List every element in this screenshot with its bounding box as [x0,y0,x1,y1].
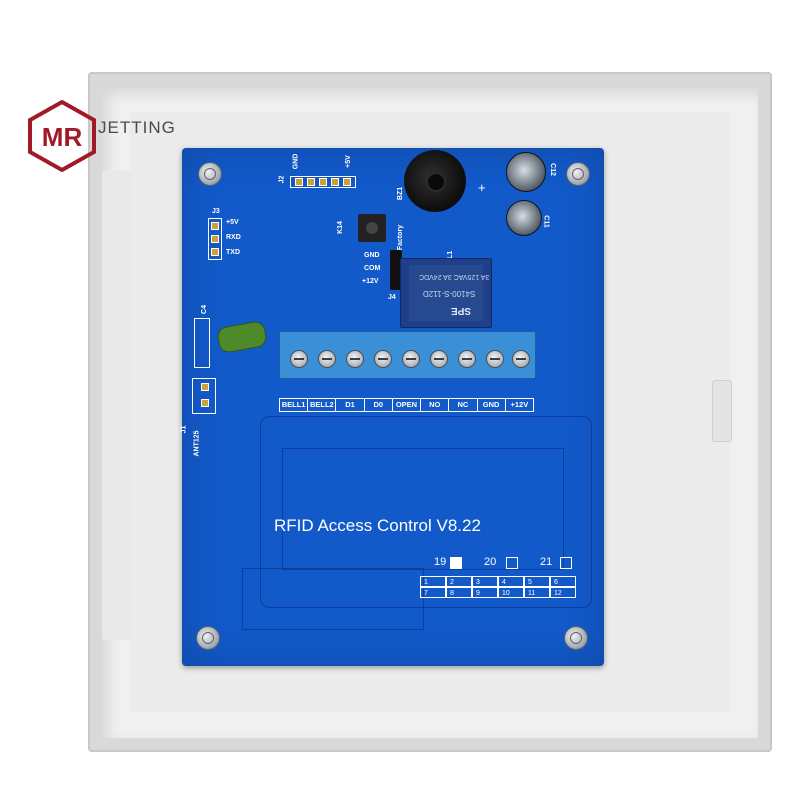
grid-cell: 3 [472,576,498,587]
terminal-labels: BELL1 BELL2 D1 D0 OPEN NO NC GND +12V [279,398,534,412]
j3-pin-txd: TXD [226,249,240,256]
j1-antenna-header [192,378,216,414]
number-grid: 1 2 3 4 5 6 7 8 9 10 11 12 [420,576,576,598]
grid-cell: 11 [524,587,550,598]
terminal-label-bell1: BELL1 [279,398,308,412]
number-grid-row: 1 2 3 4 5 6 [420,576,576,587]
terminal-label-d0: D0 [363,398,392,412]
j4-label: J4 [388,294,396,301]
j1-label: J1 [180,425,188,434]
j2-gnd-label: GND [292,153,300,170]
terminal-screw[interactable] [290,350,308,368]
terminal-label-gnd: GND [476,398,505,412]
logo-letters: MR [42,122,83,152]
terminal-screw[interactable] [430,350,448,368]
terminal-label-open: OPEN [391,398,421,412]
terminal-label-nc: NC [448,398,477,412]
brand-logo: MR [26,99,98,173]
terminal-label-no: NO [420,398,449,412]
j3-pin-5v: +5V [226,219,239,226]
grid-cell: 4 [498,576,524,587]
terminal-screw[interactable] [512,350,530,368]
capacitor-c11 [506,200,542,236]
grid-cell: 5 [524,576,550,587]
terminal-screw[interactable] [346,350,364,368]
relay-brand: SPE [451,305,472,316]
grid-cell: 8 [446,587,472,598]
j4-jumper [390,250,402,290]
j2-label: J2 [278,175,286,184]
terminal-screw[interactable] [486,350,504,368]
terminal-label-d1: D1 [335,398,364,412]
enclosure-side-clip [712,380,732,442]
checkbox-20-label: 20 [484,556,497,568]
buzzer-plus-label: + [478,180,486,195]
grid-cell: 1 [420,576,446,587]
grid-cell: 10 [498,587,524,598]
board-title: RFID Access Control V8.22 [274,516,481,535]
screw-terminal-block [279,331,536,379]
c11-label: C11 [542,215,550,228]
checkbox-21 [560,557,572,569]
buzzer-hole [426,172,446,192]
relay-model: S4100-S-112D [423,289,476,298]
mounting-screw [196,626,220,650]
grid-cell: 2 [446,576,472,587]
j3-header [208,218,222,260]
c4-label: C4 [200,305,208,314]
c12-label: C12 [548,163,556,176]
j4-pin-12v: +12V [362,278,379,285]
mounting-screw [564,626,588,650]
terminal-screw[interactable] [458,350,476,368]
checkbox-21-label: 21 [540,556,553,568]
j3-label: J3 [212,208,220,215]
relay-face [409,265,483,321]
terminal-screw[interactable] [318,350,336,368]
k14-label: K14 [336,221,344,234]
terminal-screw[interactable] [402,350,420,368]
pcb-trace [260,416,592,608]
checkbox-19 [450,557,462,569]
ant125-label: ANT125 [193,430,201,457]
brand-name: JETTING [98,118,176,137]
relay-rating: 3A 125VAC 3A 24VDC [419,273,490,280]
mounting-screw [566,162,590,186]
pcb-trace [242,568,424,630]
grid-cell: 12 [550,587,576,598]
factory-reset-button [358,214,386,242]
j2-5v-label: +5V [344,155,352,168]
factory-label: Factory [397,224,405,251]
pcb-trace [282,448,564,570]
j4-pin-com: COM [364,265,381,272]
grid-cell: 6 [550,576,576,587]
relay: 3A 125VAC 3A 24VDC S4100-S-112D SPE [400,258,492,328]
checkbox-19-label: 19 [434,556,447,568]
checkbox-20 [506,557,518,569]
grid-cell: 9 [472,587,498,598]
j2-header [290,176,356,188]
j3-pin-rxd: RXD [226,234,241,241]
terminal-label-bell2: BELL2 [307,398,336,412]
mounting-screw [198,162,222,186]
c4-footprint [194,318,210,368]
terminal-label-12v: +12V [504,398,534,412]
enclosure-left-rail [102,170,132,640]
terminal-screw[interactable] [374,350,392,368]
capacitor-c12 [506,152,546,192]
number-grid-row: 7 8 9 10 11 12 [420,587,576,598]
bz1-label: BZ1 [397,186,405,201]
grid-cell: 7 [420,587,446,598]
j4-pin-gnd: GND [364,252,380,259]
